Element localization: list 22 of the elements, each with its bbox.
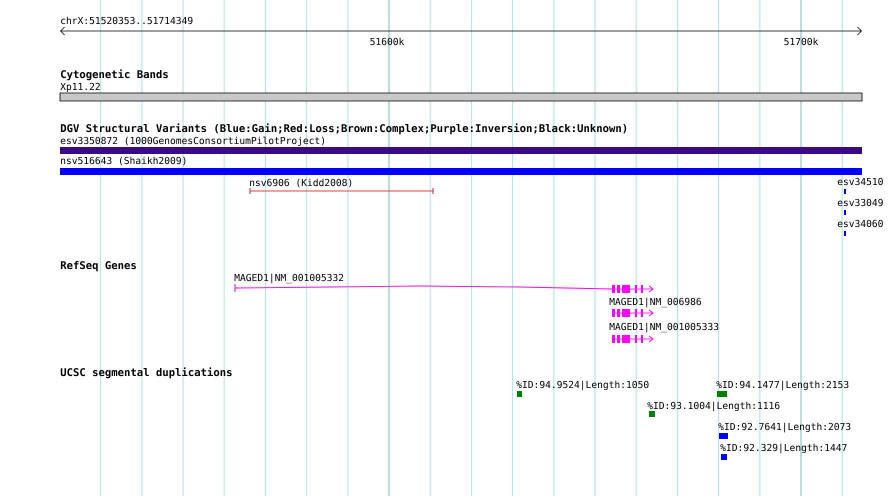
feature-label: esv34510 <box>838 178 883 186</box>
feature-label: %ID:93.1004|Length:1116 <box>647 402 780 412</box>
feature-label: MAGED1|NM_006986 <box>610 298 702 308</box>
feature-label: MAGED1|NM_001005333 <box>610 322 718 332</box>
track-title: RefSeq Genes <box>60 260 136 272</box>
feature-label: nsv6906 (Kidd2008) <box>250 178 352 188</box>
track-title: UCSC segmental duplications <box>60 367 232 378</box>
feature-label: esv34060 <box>838 220 883 228</box>
feature-label: Xp11.22 <box>60 82 100 92</box>
tick-label: 51700k <box>784 38 818 46</box>
feature-label: esv3350872 (1000GenomesConsortiumPilotProject) <box>60 136 324 146</box>
track-title: Cytogenetic Bands <box>61 69 168 80</box>
feature-label: nsv516643 (Shaikh2009) <box>61 156 186 166</box>
feature-label: esv33049 <box>838 198 883 206</box>
tick-label: 51600k <box>370 38 404 46</box>
feature-label: MAGED1|NM_001005332 <box>234 274 344 284</box>
feature-label: %ID:92.7641|Length:2073 <box>718 422 850 432</box>
track-title: DGV Structural Variants (Blue:Gain;Red:Loss;Brown:Complex;Purple:Inversion;Black:Unknown) <box>60 123 626 134</box>
feature-label: chrX:51520353..51714349 <box>61 16 192 24</box>
feature-label: %ID:94.9524|Length:1050 <box>516 380 648 390</box>
feature-label: %ID:94.1477|Length:2153 <box>716 380 848 390</box>
feature-label: %ID:92.329|Length:1447 <box>720 444 847 454</box>
